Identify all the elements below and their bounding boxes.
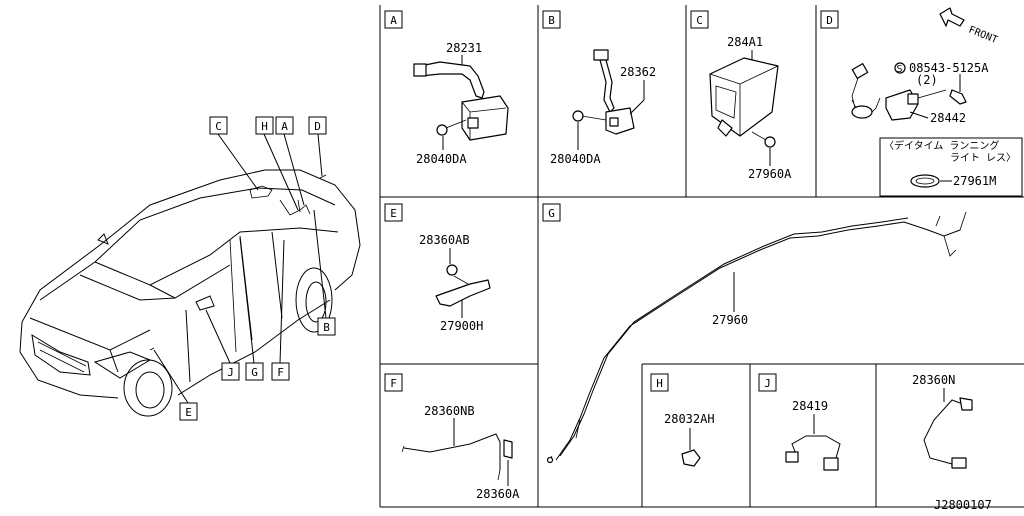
svg-text:(2): (2) (916, 73, 938, 87)
svg-text:F: F (277, 366, 284, 379)
svg-text:H: H (656, 377, 663, 390)
car-overview (19, 169, 361, 417)
svg-text:H: H (261, 120, 268, 133)
svg-text:〈デイタイム ランニング: 〈デイタイム ランニング (884, 139, 999, 152)
part-28360nb[interactable]: 28360NB (424, 404, 475, 418)
part-27960a[interactable]: 27960A (748, 167, 792, 181)
panel-e: E 28360AB 27900H (384, 203, 491, 333)
panel-b: B 28362 28040DA (542, 10, 656, 166)
svg-text:C: C (215, 120, 222, 133)
svg-text:A: A (281, 120, 288, 133)
callout-g[interactable]: G (239, 237, 264, 381)
panel-grid (379, 5, 1024, 508)
part-284a1[interactable]: 284A1 (727, 35, 763, 49)
callout-f[interactable]: F (271, 239, 290, 381)
svg-text:D: D (314, 120, 321, 133)
svg-text:ライト レス〉: ライト レス〉 (950, 152, 1016, 164)
panel-g-tag (542, 203, 561, 222)
panel-d: D FRONT S 08543-5125A (2) 28442 〈デイタイム ラ… (820, 7, 1023, 197)
callout-h[interactable]: H (255, 116, 299, 211)
car-callouts: C H A D J G F (153, 116, 336, 421)
panel-f-tag (384, 373, 403, 392)
panel-c: C 284A1 27960A (690, 10, 792, 181)
svg-text:G: G (251, 366, 258, 379)
panel-h: H 28032AH (650, 373, 715, 467)
callout-a[interactable]: A (275, 116, 305, 206)
panel-d-tag (820, 10, 839, 29)
panel-h-tag (650, 373, 669, 392)
part-27960[interactable]: 27960 (712, 313, 748, 327)
panel-g: G 27960 (542, 203, 967, 464)
svg-text:F: F (390, 377, 397, 390)
part-28231[interactable]: 28231 (446, 41, 482, 55)
svg-text:S: S (897, 64, 903, 75)
svg-text:C: C (696, 14, 703, 27)
bolt-symbol-icon (894, 62, 906, 74)
panel-n: 28360N (912, 373, 973, 469)
svg-text:D: D (826, 14, 833, 27)
panel-b-tag (542, 10, 561, 29)
part-28040da-a[interactable]: 28040DA (416, 152, 467, 166)
panel-j-tag (758, 373, 777, 392)
callout-c[interactable]: C (209, 116, 259, 191)
part-28040da-b[interactable]: 28040DA (550, 152, 601, 166)
svg-text:B: B (323, 321, 330, 334)
panel-j: J 28419 (758, 373, 841, 471)
panel-c-tag (690, 10, 709, 29)
panel-a-tag (384, 10, 403, 29)
svg-text:J: J (764, 377, 771, 390)
part-08543-5125a[interactable]: 08543-5125A (909, 61, 989, 75)
callout-d[interactable]: D (308, 116, 327, 177)
part-28360ab[interactable]: 28360AB (419, 233, 470, 247)
part-28032ah[interactable]: 28032AH (664, 412, 715, 426)
panel-f: F 28360NB 28360A (384, 373, 520, 501)
svg-text:J: J (227, 366, 234, 379)
svg-text:E: E (390, 207, 397, 220)
part-28362[interactable]: 28362 (620, 65, 656, 79)
callout-b[interactable]: B (313, 209, 336, 336)
part-28360a[interactable]: 28360A (476, 487, 520, 501)
svg-text:A: A (390, 14, 397, 27)
svg-text:G: G (548, 207, 555, 220)
part-28442[interactable]: 28442 (930, 111, 966, 125)
callout-e[interactable]: E (153, 349, 198, 421)
diagram-id: J2800107 (934, 498, 992, 512)
callout-j[interactable]: J (205, 309, 240, 381)
svg-text:FRONT: FRONT (967, 25, 999, 46)
front-arrow-icon: FRONT (939, 7, 999, 46)
part-27961m[interactable]: 27961M (953, 174, 996, 188)
svg-text:E: E (185, 406, 192, 419)
panel-e-tag (384, 203, 403, 222)
part-27900h[interactable]: 27900H (440, 319, 483, 333)
part-28419[interactable]: 28419 (792, 399, 828, 413)
part-28360n[interactable]: 28360N (912, 373, 955, 387)
svg-text:B: B (548, 14, 555, 27)
panel-a: A 28231 28040DA (384, 10, 509, 166)
